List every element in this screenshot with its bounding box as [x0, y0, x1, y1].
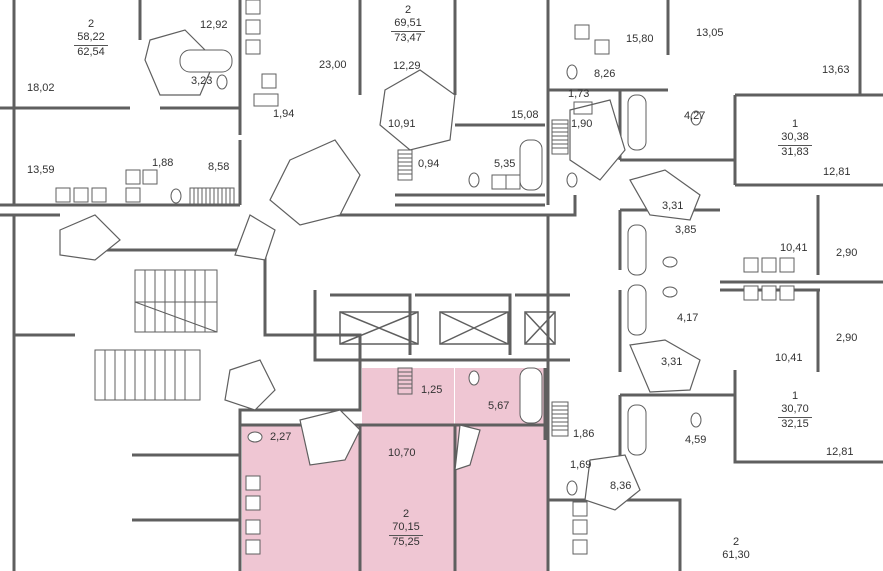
apartment-label[interactable]: 1 30,70 32,15: [765, 390, 825, 431]
room-area-label: 5,67: [488, 400, 510, 412]
room-area-label: 3,23: [191, 75, 213, 87]
apartment-label[interactable]: 2 70,15 75,25: [376, 508, 436, 549]
room-area-label: 3,85: [675, 224, 697, 236]
apartment-living-area: 70,15: [392, 521, 420, 533]
room-area-label: 10,41: [775, 352, 803, 364]
room-area-label: 10,41: [780, 242, 808, 254]
apartment-rooms: 2: [87, 18, 95, 30]
stairs: [94, 269, 218, 401]
room-area-label: 3,31: [661, 356, 683, 368]
room-area-label: 13,63: [822, 64, 850, 76]
apartment-rooms: 2: [732, 536, 740, 548]
room-area-label: 4,17: [677, 312, 699, 324]
room-area-label: 4,27: [684, 110, 706, 122]
room-area-label: 10,70: [388, 447, 416, 459]
room-area-label: 13,59: [27, 164, 55, 176]
room-area-label: 5,35: [494, 158, 516, 170]
room-area-label: 10,91: [388, 118, 416, 130]
room-area-label: 12,81: [826, 446, 854, 458]
room-area-label: 1,69: [570, 459, 592, 471]
apartment-living-area: 69,51: [394, 17, 422, 29]
apartment-total-area: 31,83: [778, 145, 812, 159]
room-area-label: 1,88: [152, 157, 174, 169]
room-area-label: 15,08: [511, 109, 539, 121]
apartment-rooms: 2: [404, 4, 412, 16]
apartment-rooms: 1: [791, 118, 799, 130]
apartment-total-area: 32,15: [778, 417, 812, 431]
apartment-label[interactable]: 1 30,38 31,83: [765, 118, 825, 159]
room-area-label: 0,94: [418, 158, 440, 170]
apartment-rooms: 2: [402, 508, 410, 520]
room-area-label: 4,59: [685, 434, 707, 446]
room-area-label: 8,58: [208, 161, 230, 173]
room-area-label: 12,81: [823, 166, 851, 178]
elevator-shafts: [339, 311, 556, 345]
room-area-label: 3,31: [662, 200, 684, 212]
bathroom-fixtures: [55, 0, 795, 555]
apartment-total-area: 62,54: [74, 45, 108, 59]
apartment-living-area: 30,38: [781, 131, 809, 143]
apartment-label[interactable]: 2 61,30: [706, 536, 766, 563]
room-area-label: 13,05: [696, 27, 724, 39]
apartment-label[interactable]: 2 69,51 73,47: [378, 4, 438, 45]
room-area-label: 12,29: [393, 60, 421, 72]
door-swings: [59, 29, 701, 511]
apartment-living-area: 58,22: [77, 31, 105, 43]
built-in-storage: [189, 93, 593, 437]
apartment-total-area: 73,47: [391, 31, 425, 45]
room-area-label: 8,26: [594, 68, 616, 80]
apartment-rooms: 1: [791, 390, 799, 402]
room-area-label: 1,25: [421, 384, 443, 396]
apartment-total-area: 75,25: [389, 535, 423, 549]
room-area-label: 15,80: [626, 33, 654, 45]
room-area-label: 1,90: [571, 118, 593, 130]
room-area-label: 1,86: [573, 428, 595, 440]
room-area-label: 12,92: [200, 19, 228, 31]
room-area-label: 2,27: [270, 431, 292, 443]
apartment-label[interactable]: 2 58,22 62,54: [61, 18, 121, 59]
room-area-label: 18,02: [27, 82, 55, 94]
room-area-label: 1,73: [568, 88, 590, 100]
room-area-label: 8,36: [610, 480, 632, 492]
room-area-label: 23,00: [319, 59, 347, 71]
apartment-living-area: 61,30: [722, 549, 750, 561]
room-area-label: 2,90: [836, 247, 858, 259]
room-area-label: 1,94: [273, 108, 295, 120]
apartment-living-area: 30,70: [781, 403, 809, 415]
room-area-label: 2,90: [836, 332, 858, 344]
